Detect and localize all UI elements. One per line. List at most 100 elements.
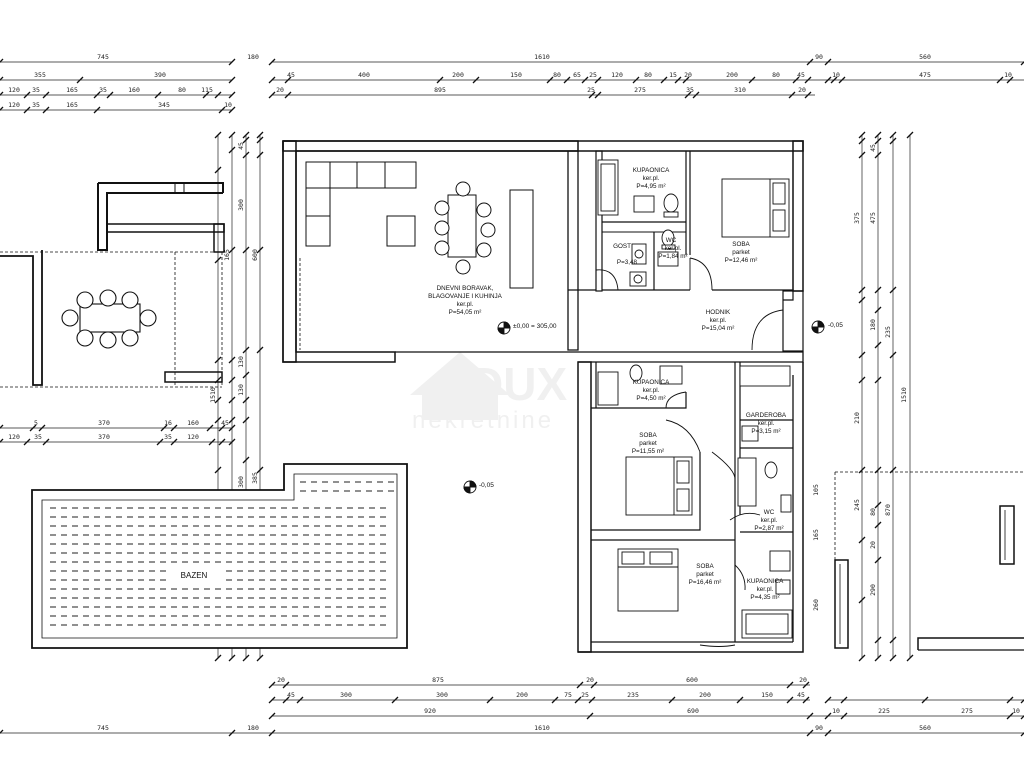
dim-label: 150 [761,691,773,699]
dim-label: 10 [832,707,840,715]
room-name-2: BLAGOVANJE I KUHINJA [428,293,503,300]
watermark-sub: nekretnine [412,407,554,434]
dim-label: 150 [510,71,522,79]
dim-label: 120 [8,86,20,94]
room-name: SOBA [696,563,714,570]
dim-label: 400 [358,71,370,79]
room-wardrobe: GARDEROBA ker.pl. P=3,15 m² [746,412,787,435]
dim-label: 235 [884,326,892,338]
dim-label: 80 [869,508,877,516]
dim-label: 180 [247,53,259,61]
room-area: P=4,50 m² [636,395,665,402]
right-side-structures [834,505,1024,651]
room-floor: ker.pl. [665,245,682,252]
room-floor: parket [696,571,714,578]
dim-label: 130 [237,356,245,368]
dim-label: 20 [799,676,807,684]
dim-label: 45 [797,691,805,699]
room-hall: HODNIK ker.pl. P=15,04 m² [702,309,735,332]
dim-label: 120 [611,71,623,79]
pool-tile-pattern [50,481,394,626]
dim-label: 275 [961,707,973,715]
dim-label: 90 [815,53,823,61]
dim-label: 1610 [534,724,550,732]
room-wc2: WC ker.pl. P=2,87 m² [754,509,783,532]
level-marker-icon [811,320,825,334]
room-area: P=4,35 m² [750,594,779,601]
room-floor: parket [639,440,657,447]
dim-label: 165 [66,101,78,109]
room-labels: DNEVNI BORAVAK, BLAGOVANJE I KUHINJA ker… [428,167,787,601]
dim-label: 370 [98,433,110,441]
dim-label: 245 [853,499,861,511]
dim-label: 35 [32,101,40,109]
dim-label: 300 [340,691,352,699]
dim-label: 200 [516,691,528,699]
pool-label: BAZEN [181,571,208,580]
room-name: GARDEROBA [746,412,787,419]
room-bath1: KUPAONICA ker.pl. P=4,95 m² [633,167,670,190]
dim-label: 370 [98,419,110,427]
dim-label: 1610 [534,53,550,61]
dim-label: 600 [251,249,259,261]
room-area: P=4,95 m² [636,183,665,190]
dim-label: 5 [34,419,38,427]
doors [595,257,784,647]
dim-label: 45 [221,419,229,427]
dim-label: 16 [164,419,172,427]
dim-label: 45 [237,142,245,150]
bath-fixtures [597,159,793,639]
dim-label: 165 [223,249,231,261]
dim-label: 90 [815,724,823,732]
dim-label: 200 [726,71,738,79]
dim-label: 165 [66,86,78,94]
room-floor: ker.pl. [457,301,474,308]
dim-label: 35 [164,433,172,441]
dim-label: 180 [869,319,877,331]
room-area: P=3,48 [617,259,638,266]
dim-label: 75 [564,691,572,699]
room-name: WC [666,237,677,244]
dim-label: 80 [772,71,780,79]
level-main: ±0,00 = 305,00 [513,323,557,330]
dim-label: 355 [34,71,46,79]
room-floor: ker.pl. [643,387,660,394]
dim-label: 130 [237,384,245,396]
room-name: GOST [613,243,631,250]
room-bed1: SOBA parket P=12,46 m² [725,241,758,264]
dim-label: 235 [627,691,639,699]
dim-label: 1510 [209,387,217,403]
dim-label: 300 [237,199,245,211]
dim-label: 475 [869,212,877,224]
dim-label: 560 [919,53,931,61]
watermark: DUX nekretnine [410,352,567,434]
room-area: P=16,46 m² [689,579,722,586]
dimension-lines [0,61,1024,734]
dim-label: 20 [684,71,692,79]
dim-label: 210 [853,412,861,424]
dim-label: 160 [187,419,199,427]
outdoor-dining-table [61,289,157,349]
dim-label: 310 [734,86,746,94]
room-gost: GOST P=3,48 [613,243,637,266]
dim-label: 475 [919,71,931,79]
dim-label: 115 [201,86,213,94]
dim-label: 120 [8,433,20,441]
room-name: SOBA [732,241,750,248]
dim-label: 875 [432,676,444,684]
dim-label: 225 [878,707,890,715]
room-area: P=3,15 m² [751,428,780,435]
dim-label: 290 [869,584,877,596]
dim-label: 560 [919,724,931,732]
dim-label: 920 [424,707,436,715]
level-marker-icon [497,321,511,335]
living-furniture [305,161,534,289]
dim-label: 10 [224,101,232,109]
room-area: P=12,46 m² [725,257,758,264]
house-logo-icon [410,352,510,420]
dim-label: 35 [34,433,42,441]
level-marker-icon [463,480,477,494]
level-entrance: -0,05 [828,322,843,329]
dim-label: 80 [178,86,186,94]
room-area: P=54,05 m² [449,309,482,316]
